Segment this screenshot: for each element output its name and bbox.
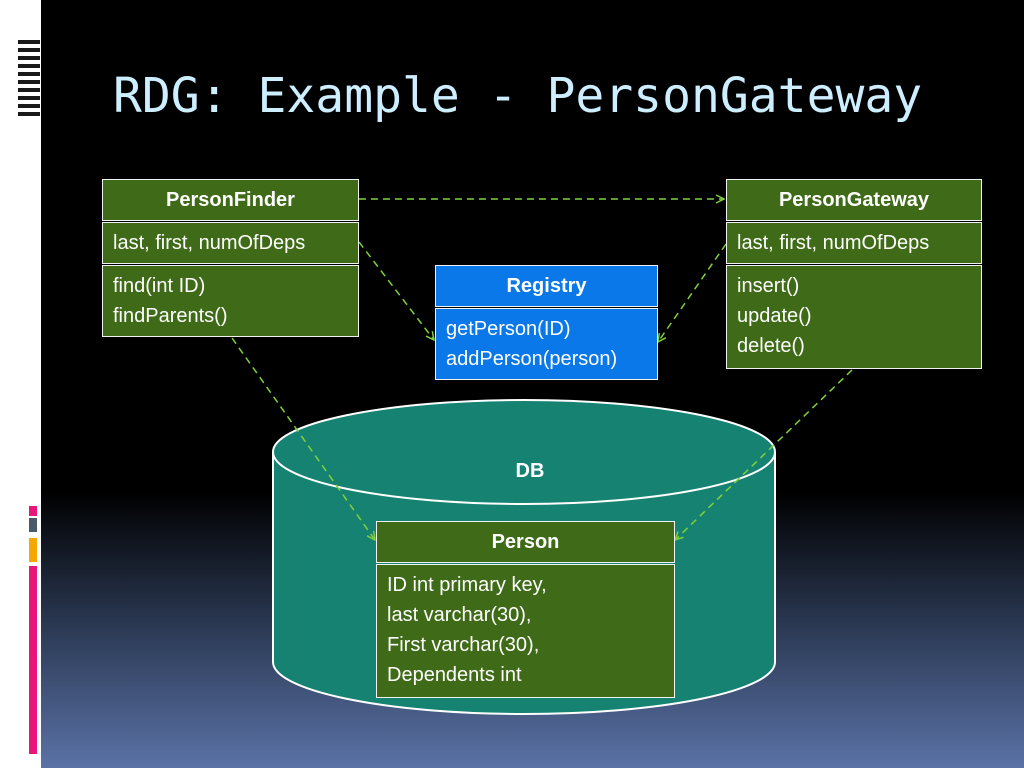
- person-finder-attributes: last, first, numOfDeps: [102, 222, 359, 264]
- accent-bar-orange: [29, 538, 37, 562]
- person-column: last varchar(30),: [387, 604, 532, 626]
- person-gateway-method: update(): [737, 305, 812, 327]
- registry-method: getPerson(ID): [446, 318, 571, 340]
- accent-bar-pink-top: [29, 506, 37, 516]
- person-column: Dependents int: [387, 664, 522, 686]
- person-gateway-method: delete(): [737, 335, 805, 357]
- person-columns: ID int primary key, last varchar(30), Fi…: [376, 564, 675, 698]
- person-gateway-methods: insert() update() delete(): [726, 265, 982, 369]
- person-gateway-header: PersonGateway: [726, 179, 982, 221]
- page-title: RDG: Example - PersonGateway: [113, 68, 923, 124]
- person-finder-method: find(int ID): [113, 275, 206, 297]
- person-finder-methods: find(int ID) findParents(): [102, 265, 359, 337]
- person-header: Person: [376, 521, 675, 563]
- registry-methods: getPerson(ID) addPerson(person): [435, 308, 658, 380]
- db-label: DB: [515, 460, 545, 482]
- person-column: ID int primary key,: [387, 574, 547, 596]
- accent-bar-gray: [29, 518, 37, 532]
- person-gateway-method: insert(): [737, 275, 800, 297]
- arrow-gateway-to-registry: [658, 243, 727, 342]
- registry-method: addPerson(person): [446, 348, 618, 370]
- accent-bar-pink: [29, 566, 37, 754]
- person-column: First varchar(30),: [387, 634, 540, 656]
- arrow-gateway-to-person: [675, 369, 853, 540]
- person-gateway-attributes: last, first, numOfDeps: [726, 222, 982, 264]
- person-finder-header: PersonFinder: [102, 179, 359, 221]
- arrow-finder-to-registry: [358, 241, 434, 340]
- title-marks: [18, 40, 40, 120]
- person-finder-method: findParents(): [113, 305, 228, 327]
- arrow-finder-to-person: [231, 337, 375, 540]
- registry-header: Registry: [435, 265, 658, 307]
